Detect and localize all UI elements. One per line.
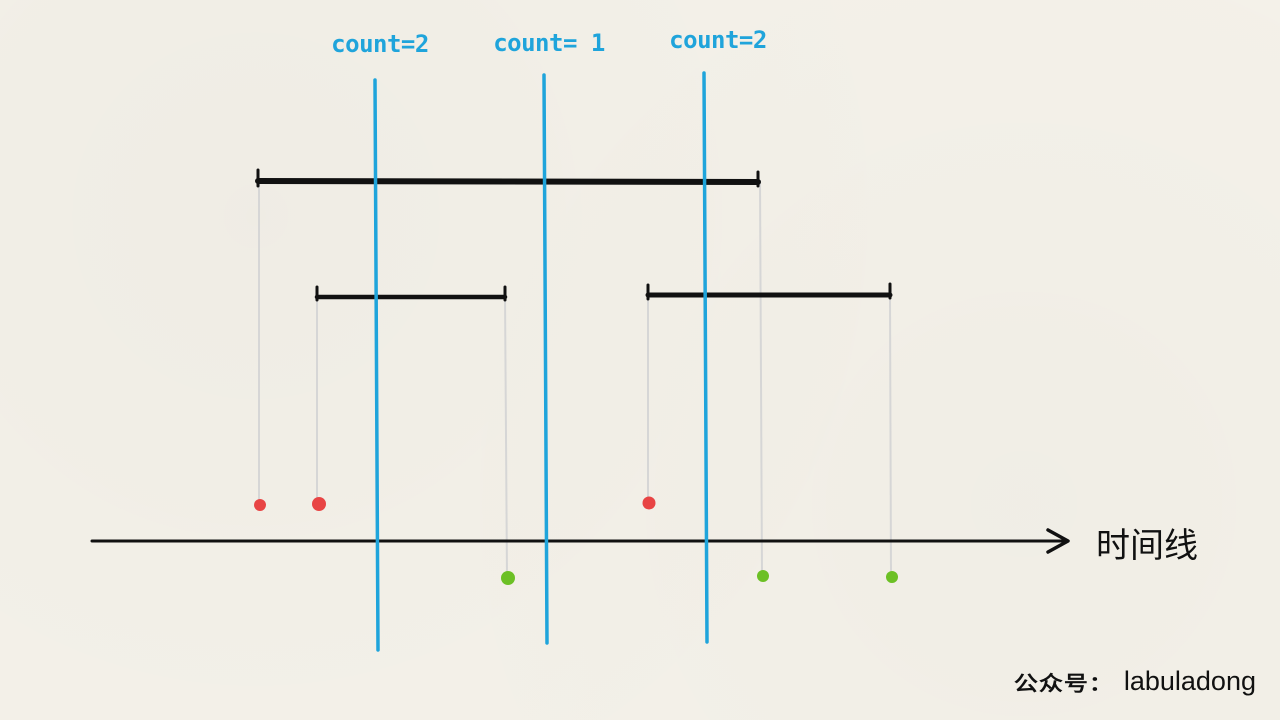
sweep-lines: [373, 71, 709, 652]
watermark-prefix: 公众号：: [1013, 670, 1114, 696]
drop-lines: [258, 179, 892, 579]
interval-1: [255, 168, 761, 188]
interval-1-bar: [255, 178, 761, 185]
watermark-name: labuladong: [1123, 666, 1256, 696]
count-label-1: count=2: [331, 30, 429, 58]
timeline-axis: [90, 528, 1070, 554]
start-dot: [312, 497, 326, 511]
end-dot: [501, 571, 515, 585]
count-label-3: count=2: [669, 26, 767, 54]
drop-line-interval-2-end: [504, 293, 508, 579]
watermark: 公众号： labuladong: [1014, 664, 1256, 699]
sweep-line-3: [702, 71, 709, 644]
interval-2: [314, 285, 508, 302]
start-dot: [642, 496, 656, 510]
start-points: [254, 496, 656, 511]
intervals: [255, 168, 893, 302]
drop-line-interval-3-end: [889, 293, 892, 578]
axis-arrowhead: [1046, 528, 1070, 554]
timeline-axis-label: 时间线: [1096, 526, 1198, 566]
end-points: [501, 570, 898, 585]
end-dot: [757, 570, 769, 582]
sweep-line-2: [542, 73, 549, 645]
drop-line-interval-1-end: [759, 179, 763, 577]
sweep-line-1: [373, 78, 380, 652]
end-dot: [886, 571, 898, 583]
interval-3: [645, 282, 893, 301]
start-dot: [254, 499, 266, 511]
count-label-2: count= 1: [493, 29, 605, 57]
